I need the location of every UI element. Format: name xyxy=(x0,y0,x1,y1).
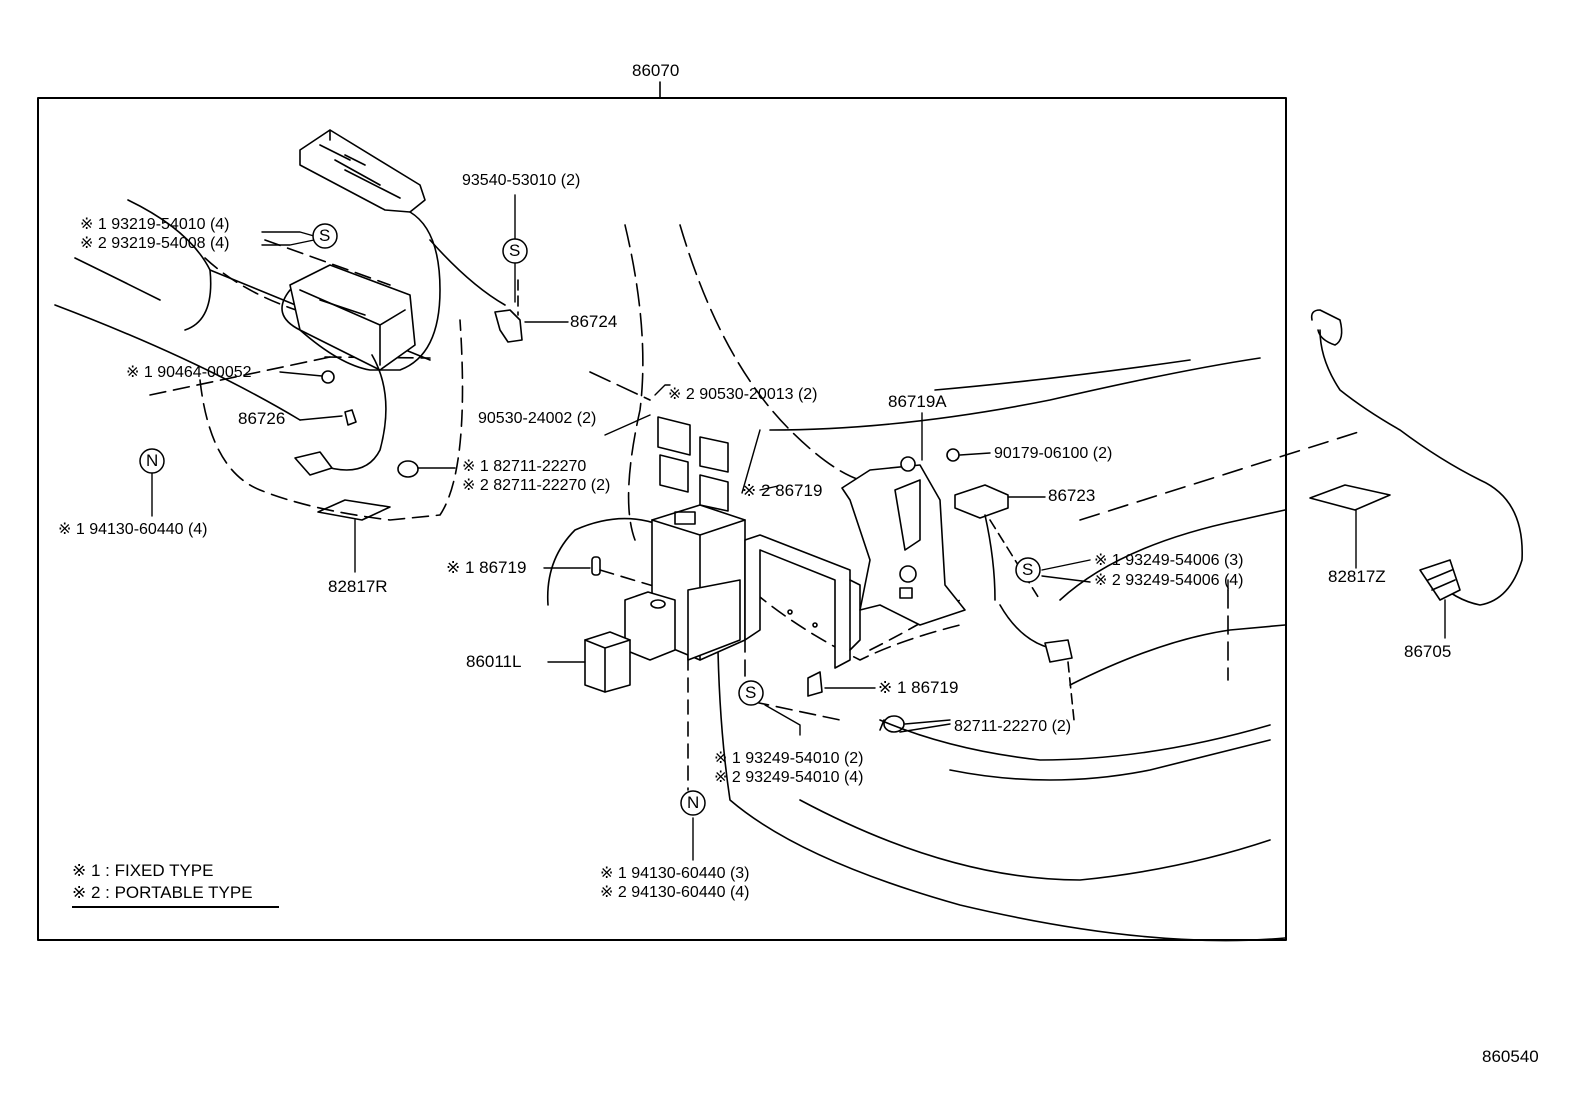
figure-number: 860540 xyxy=(1482,1047,1539,1066)
leader-lines xyxy=(151,194,1446,861)
part-label-90179: 90179-06100 (2) xyxy=(994,445,1113,462)
part-label-86723: 86723 xyxy=(1048,486,1096,505)
assembly-frame xyxy=(37,97,1287,941)
part-label-93249-54010-2: ※ 2 93249-54010 (4) xyxy=(714,769,864,786)
part-label-86011L: 86011L xyxy=(466,652,522,671)
screw-symbol: S xyxy=(1022,560,1034,579)
relay-86011L xyxy=(584,591,676,693)
part-label-93249-54010-1: ※ 1 93249-54010 (2) xyxy=(714,750,864,767)
handset-cradle xyxy=(289,264,416,371)
part-label-90530-20013: ※ 2 90530-20013 (2) xyxy=(668,386,818,403)
screw-symbol: S xyxy=(745,683,757,702)
part-label-93219-2: ※ 2 93219-54008 (4) xyxy=(80,235,230,252)
cable-86705 xyxy=(1310,309,1523,606)
screw-symbol: S xyxy=(319,226,331,245)
legend-underline xyxy=(72,906,279,908)
grommet-90464 xyxy=(321,370,335,384)
part-label-86719A: 86719A xyxy=(888,392,947,411)
screw-symbol: S xyxy=(509,241,521,260)
handset-cord xyxy=(281,211,506,476)
part-label-93540: 93540-53010 (2) xyxy=(462,172,581,189)
part-label-86724: 86724 xyxy=(570,312,618,331)
label-82817Z xyxy=(1309,484,1391,511)
part-label-86719-2: ※ 2 86719 xyxy=(742,481,823,500)
clip-82711-left xyxy=(397,460,419,478)
clip-82711-center xyxy=(879,715,905,733)
nut-90179 xyxy=(946,448,960,462)
part-label-86726: 86726 xyxy=(238,409,286,428)
clip-86726 xyxy=(344,409,357,426)
label-82817R xyxy=(317,499,391,521)
part-label-90530-24002: 90530-24002 (2) xyxy=(478,410,597,427)
part-label-90464: ※ 1 90464-00052 xyxy=(126,364,252,381)
part-label-86719-1a: ※ 1 86719 xyxy=(446,558,527,577)
bracket-86719 xyxy=(744,534,861,669)
pin-86719-b xyxy=(807,671,823,697)
legend-fixed-type: ※ 1 : FIXED TYPE xyxy=(72,861,214,880)
part-label-93249-54006-2: ※ 2 93249-54006 (4) xyxy=(1094,572,1244,589)
part-label-94130-left: ※ 1 94130-60440 (4) xyxy=(58,521,208,538)
part-label-86719-1b: ※ 1 86719 xyxy=(878,678,959,697)
part-label-82711-center: 82711-22270 (2) xyxy=(954,718,1072,735)
symbol-circles xyxy=(139,223,1041,816)
part-label-94130-center-2: ※ 2 94130-60440 (4) xyxy=(600,884,750,901)
nut-symbol: N xyxy=(687,793,700,812)
telephone-handset xyxy=(299,129,426,213)
part-label-93219-1: ※ 1 93219-54010 (4) xyxy=(80,216,230,233)
pin-86719-a xyxy=(591,556,601,576)
nut-symbol: N xyxy=(146,451,159,470)
legend-portable-type: ※ 2 : PORTABLE TYPE xyxy=(72,883,253,902)
part-label-86705: 86705 xyxy=(1404,642,1452,661)
part-label-82817R: 82817R xyxy=(328,577,388,596)
bracket-86719A xyxy=(841,456,966,626)
part-label-94130-center-1: ※ 1 94130-60440 (3) xyxy=(600,865,750,882)
part-label-93249-54006-1: ※ 1 93249-54006 (3) xyxy=(1094,552,1244,569)
clamp-86724 xyxy=(494,309,523,343)
connector-86723 xyxy=(954,484,1073,663)
label-stickers xyxy=(657,416,729,512)
assembly-number: 86070 xyxy=(632,61,680,80)
part-label-82711-1: ※ 1 82711-22270 xyxy=(462,458,587,475)
part-label-82711-2: ※ 2 82711-22270 (2) xyxy=(462,477,611,494)
part-label-82817Z: 82817Z xyxy=(1328,567,1386,586)
